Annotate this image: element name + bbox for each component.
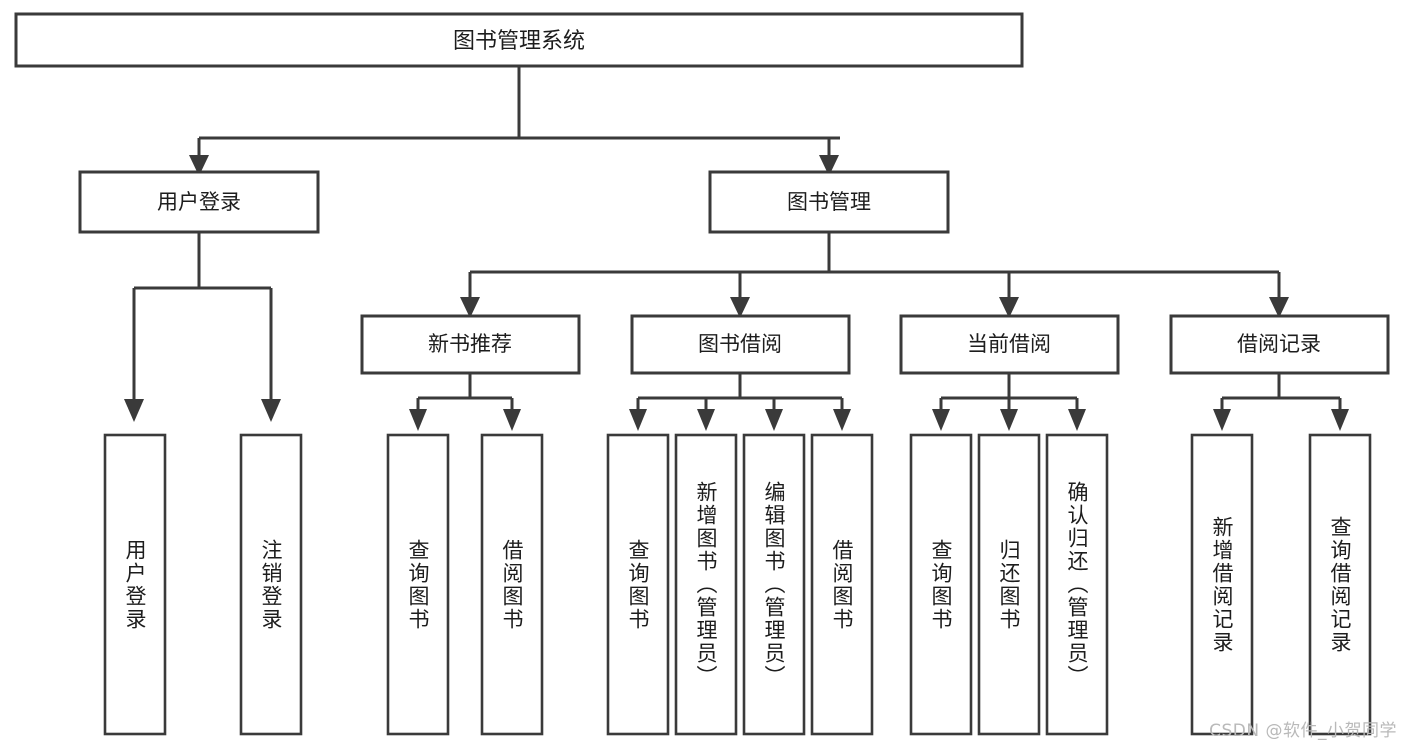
node-book-manage-box[interactable] <box>708 170 950 234</box>
node-book-manage-label: 图书管理 <box>787 190 871 214</box>
arrow-to-leaf-edit-book <box>765 409 783 431</box>
node-borrow-record[interactable]: 借阅记录 <box>1169 314 1390 375</box>
leaf-confirm-return-box[interactable] <box>1045 433 1109 736</box>
leaf-borrow-book-1-box[interactable] <box>480 433 544 736</box>
arrow-to-user-login <box>189 155 209 176</box>
arrow-to-leaf-logout <box>261 399 281 422</box>
arrow-to-current-borrow <box>999 297 1019 318</box>
node-book-manage[interactable]: 图书管理 <box>708 170 950 234</box>
node-new-book-recommend-box[interactable] <box>360 314 581 375</box>
leaf-query-record-box[interactable] <box>1308 433 1372 736</box>
arrow-to-new-book-recommend <box>460 297 480 318</box>
node-book-borrow[interactable]: 图书借阅 <box>630 314 851 375</box>
node-user-login[interactable]: 用户登录 <box>78 170 320 234</box>
arrow-to-leaf-query-book-1 <box>409 409 427 431</box>
leaf-borrow-book-2-box[interactable] <box>810 433 874 736</box>
node-user-login-label: 用户登录 <box>157 190 241 214</box>
arrow-to-leaf-borrow-book-2 <box>833 409 851 431</box>
node-new-book-recommend[interactable]: 新书推荐 <box>360 314 581 375</box>
csdn-watermark: CSDN @软件_小贺同学 <box>1209 721 1397 741</box>
node-borrow-record-label: 借阅记录 <box>1237 332 1321 356</box>
node-current-borrow-box[interactable] <box>899 314 1120 375</box>
leaf-edit-book-box[interactable] <box>742 433 806 736</box>
node-book-borrow-box[interactable] <box>630 314 851 375</box>
leaf-return-book-box[interactable] <box>977 433 1041 736</box>
arrow-to-leaf-add-record <box>1213 409 1231 431</box>
arrow-heads <box>124 155 1349 431</box>
arrow-to-leaf-user-login <box>124 399 144 422</box>
arrow-to-leaf-confirm-return <box>1068 409 1086 431</box>
node-book-borrow-label: 图书借阅 <box>698 332 782 356</box>
arrow-to-leaf-query-book-3 <box>932 409 950 431</box>
leaf-query-book-1-box[interactable] <box>386 433 450 736</box>
arrow-to-book-manage <box>819 155 839 176</box>
leaf-query-book-2-box[interactable] <box>606 433 670 736</box>
node-new-book-recommend-label: 新书推荐 <box>428 332 512 356</box>
arrow-to-leaf-add-book <box>697 409 715 431</box>
leaf-user-login-box[interactable] <box>103 433 167 736</box>
node-user-login-box[interactable] <box>78 170 320 234</box>
leaf-logout-box[interactable] <box>239 433 303 736</box>
node-current-borrow-label: 当前借阅 <box>967 332 1051 356</box>
leaf-boxes <box>103 433 1372 736</box>
arrow-to-leaf-borrow-book-1 <box>503 409 521 431</box>
node-root-box[interactable] <box>14 12 1024 68</box>
node-current-borrow[interactable]: 当前借阅 <box>899 314 1120 375</box>
arrow-to-book-borrow <box>730 297 750 318</box>
node-root-label: 图书管理系统 <box>453 29 585 54</box>
leaf-query-book-3-box[interactable] <box>909 433 973 736</box>
leaf-add-book-box[interactable] <box>674 433 738 736</box>
node-root[interactable]: 图书管理系统 <box>14 12 1024 68</box>
arrow-to-leaf-query-book-2 <box>629 409 647 431</box>
arrow-to-borrow-record <box>1269 297 1289 318</box>
arrow-to-leaf-query-record <box>1331 409 1349 431</box>
arrow-to-leaf-return-book <box>1000 409 1018 431</box>
node-borrow-record-box[interactable] <box>1169 314 1390 375</box>
leaf-add-record-box[interactable] <box>1190 433 1254 736</box>
